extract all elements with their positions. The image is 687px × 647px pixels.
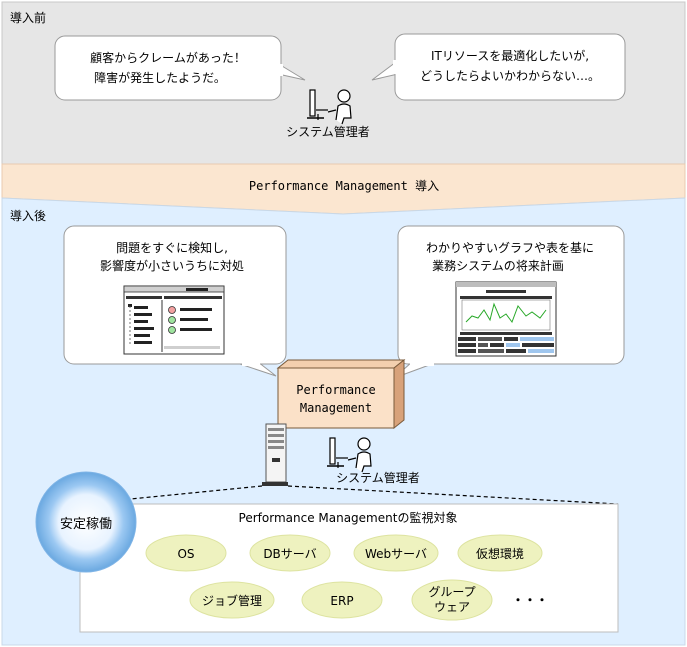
before-bubble-left-line1: 顧客からクレームがあった！ bbox=[90, 50, 246, 65]
target-web-server: Webサーバ bbox=[353, 534, 439, 572]
target-web-server-label: Webサーバ bbox=[365, 547, 427, 561]
before-label: 導入前 bbox=[10, 10, 46, 25]
after-bubble-left-line1: 問題をすぐに検知し, bbox=[116, 241, 228, 255]
after-speech-bubble-right: わかりやすいグラフや表を基に 業務システムの将来計画 bbox=[393, 225, 625, 379]
stable-operation-badge: 安定稼働 bbox=[35, 471, 137, 573]
target-os: OS bbox=[145, 534, 227, 572]
target-virtual-env: 仮想環境 bbox=[457, 534, 543, 572]
target-groupware-label: グループウェア bbox=[428, 585, 475, 614]
target-virtual-env-label: 仮想環境 bbox=[476, 546, 524, 561]
target-groupware: グループウェア bbox=[411, 579, 493, 621]
transition-label: Performance Management 導入 bbox=[249, 179, 439, 193]
admin-at-pc-icon bbox=[307, 89, 352, 125]
targets-more-ellipsis: ・・・ bbox=[512, 593, 548, 607]
product-box-line1: Performance bbox=[296, 383, 375, 397]
performance-management-product-box: Performance Management bbox=[276, 358, 406, 430]
status-console-illustration bbox=[123, 285, 225, 355]
after-bubble-right-line2: 業務システムの将来計画 bbox=[432, 258, 564, 273]
before-bubble-left-line2: 障害が発生したようだ。 bbox=[94, 70, 226, 85]
connector-dashed-left bbox=[79, 485, 263, 505]
connector-dashed-right bbox=[287, 485, 619, 505]
before-admin-label: システム管理者 bbox=[286, 124, 370, 139]
target-db-server: DBサーバ bbox=[249, 534, 331, 572]
graph-report-illustration bbox=[455, 281, 557, 357]
before-bubble-right-line1: ITリソースを最適化したいが, bbox=[431, 48, 589, 63]
after-admin-label: システム管理者 bbox=[336, 470, 420, 485]
before-bubble-right-line2: どうしたらよいかわからない…。 bbox=[420, 69, 600, 83]
after-bubble-left-line2: 影響度が小さいうちに対処 bbox=[100, 258, 244, 273]
after-speech-bubble-left: 問題をすぐに検知し, 影響度が小さいうちに対処 bbox=[63, 225, 287, 377]
target-os-label: OS bbox=[177, 547, 194, 561]
target-db-server-label: DBサーバ bbox=[263, 547, 316, 561]
before-speech-bubble-left: 顧客からクレームがあった！ 障害が発生したようだ。 bbox=[54, 35, 306, 101]
after-bubble-right-line1: わかりやすいグラフや表を基に bbox=[426, 241, 594, 255]
target-erp: ERP bbox=[301, 581, 383, 619]
admin-at-pc-icon-after bbox=[327, 437, 372, 473]
server-tower-icon bbox=[262, 423, 288, 486]
target-job-management: ジョブ管理 bbox=[189, 581, 275, 619]
stable-operation-label: 安定稼働 bbox=[60, 517, 112, 532]
product-box-line2: Management bbox=[300, 401, 372, 415]
target-job-management-label: ジョブ管理 bbox=[202, 593, 262, 608]
monitoring-targets-title: Performance Managementの監視対象 bbox=[239, 510, 458, 525]
target-erp-label: ERP bbox=[330, 594, 353, 608]
before-speech-bubble-right: ITリソースを最適化したいが, どうしたらよいかわからない…。 bbox=[371, 33, 626, 101]
after-label: 導入後 bbox=[10, 209, 46, 223]
